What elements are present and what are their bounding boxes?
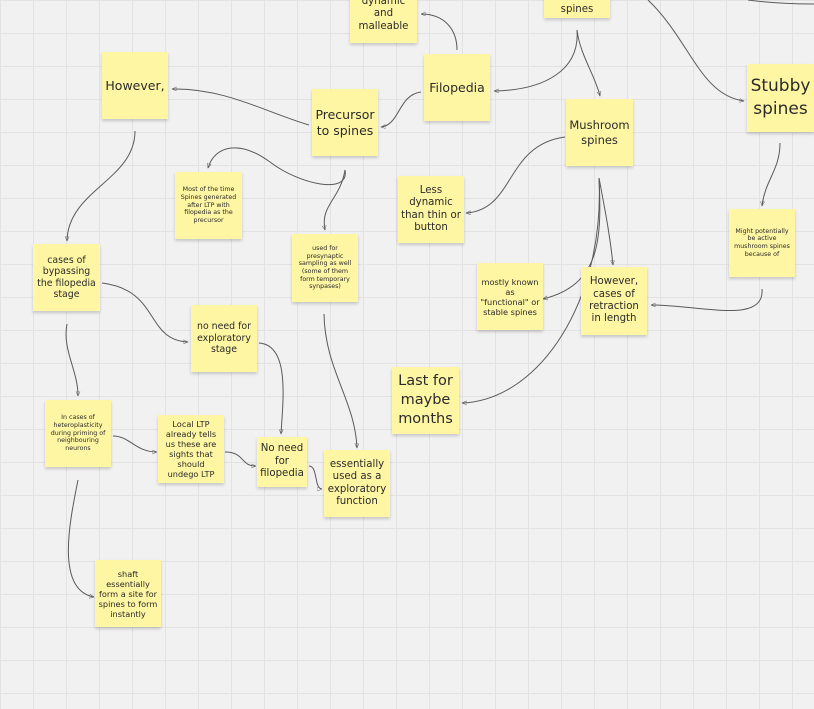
- connector-bypassing-to-no-need[interactable]: [101, 282, 188, 342]
- sticky-note-dynamic-malleable[interactable]: dynamic and malleable: [350, 0, 417, 43]
- connector-no-need-filopedia-to-exploratory[interactable]: [308, 465, 322, 489]
- connector-top-right-edge[interactable]: [747, 0, 814, 5]
- connector-stubby-to-might[interactable]: [762, 142, 781, 206]
- connector-top-to-stubby[interactable]: [647, 0, 744, 101]
- connector-presynaptic-to-exploratory[interactable]: [323, 313, 357, 448]
- connector-spines-to-mushroom[interactable]: [576, 29, 600, 96]
- connector-spines-to-filopedia[interactable]: [494, 29, 578, 91]
- connector-might-to-retraction[interactable]: [651, 288, 763, 312]
- connector-bypassing-to-heteroplasticity[interactable]: [65, 323, 78, 396]
- connector-no-need-to-no-need-filopedia[interactable]: [258, 342, 283, 434]
- sticky-note-shaft[interactable]: shaft essentially form a site for spines…: [95, 560, 161, 627]
- connector-mushroom-to-retraction[interactable]: [598, 177, 613, 265]
- sticky-note-less-dynamic[interactable]: Less dynamic than thin or button: [398, 176, 464, 243]
- connector-filopedia-to-precursor[interactable]: [381, 91, 422, 127]
- sticky-note-however-retraction[interactable]: However, cases of retraction in length: [581, 267, 647, 335]
- sticky-note-heteroplasticity[interactable]: In cases of heteroplasticity during prim…: [45, 400, 111, 467]
- sticky-note-filopedia[interactable]: Filopedia: [424, 54, 490, 121]
- connector-precursor-to-however[interactable]: [172, 89, 310, 126]
- connector-mushroom-to-less-dynamic[interactable]: [466, 136, 566, 213]
- sticky-note-stubby[interactable]: Stubby spines: [747, 64, 814, 132]
- sticky-note-last-months[interactable]: Last for maybe months: [392, 367, 459, 434]
- sticky-note-mostly-known[interactable]: mostly known as "functional" or stable s…: [477, 263, 543, 330]
- sticky-note-no-need-filopedia[interactable]: No need for filopedia: [257, 437, 307, 487]
- sticky-note-cases-bypassing[interactable]: cases of bypassing the filopedia stage: [33, 244, 100, 311]
- sticky-note-no-need-exploratory[interactable]: no need for exploratory stage: [191, 305, 257, 372]
- sticky-note-mushroom[interactable]: Mushroom spines: [566, 99, 633, 166]
- connector-heteroplasticity-to-local-ltp[interactable]: [112, 435, 157, 452]
- connector-heteroplasticity-to-shaft[interactable]: [67, 479, 94, 597]
- connector-however-to-bypassing[interactable]: [67, 130, 136, 241]
- connector-precursor-to-presynaptic[interactable]: [324, 169, 346, 230]
- sticky-note-might-active[interactable]: Might potentially be active mushroom spi…: [729, 209, 795, 277]
- sticky-note-exploratory-function[interactable]: essentially used as a exploratory functi…: [324, 450, 390, 517]
- sticky-note-presynaptic[interactable]: used for presynaptic sampling as well (s…: [292, 234, 358, 302]
- sticky-note-precursor[interactable]: Precursor to spines: [312, 89, 378, 156]
- sticky-note-most-of-time[interactable]: Most of the time Spines generated after …: [175, 172, 242, 239]
- sticky-note-however[interactable]: However,: [102, 52, 168, 119]
- connector-filopedia-to-dynamic[interactable]: [421, 14, 458, 51]
- sticky-note-local-ltp[interactable]: Local LTP already tells us these are sig…: [158, 415, 224, 483]
- sticky-note-spines-top[interactable]: spines: [544, 0, 610, 18]
- connector-local-ltp-to-no-need-filopedia[interactable]: [224, 451, 256, 466]
